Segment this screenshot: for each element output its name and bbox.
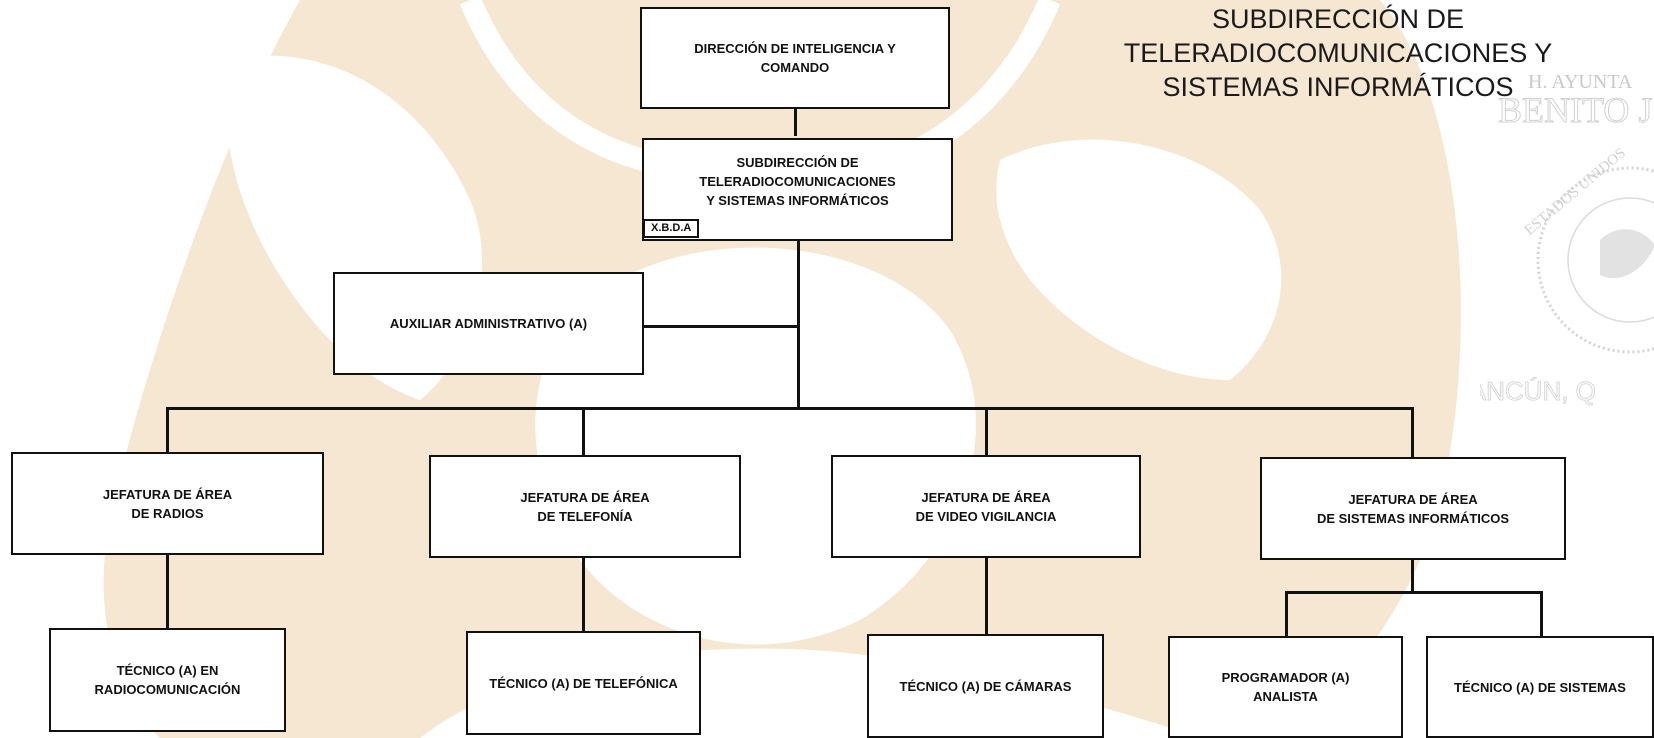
seal-inner-ring — [1567, 197, 1654, 323]
page-title: SUBDIRECCIÓN DE TELERADIOCOMUNICACIONES … — [1123, 4, 1553, 102]
seal-line-1: H. AYUNTA — [1528, 71, 1633, 93]
node-programador: PROGRAMADOR (A) ANALISTA — [1168, 636, 1403, 738]
node-tecnico-camaras: TÉCNICO (A) DE CÁMARAS — [867, 634, 1104, 738]
node-tecnico-radio: TÉCNICO (A) EN RADIOCOMUNICACIÓN — [49, 628, 286, 732]
connector-sistemas — [1411, 407, 1414, 459]
connector-radios — [166, 407, 169, 454]
node-jefatura-telefonia: JEFATURA DE ÁREA DE TELEFONÍA — [429, 455, 741, 558]
connector-video-tec — [985, 556, 988, 635]
node-subdireccion-tag: X.B.D.A — [643, 219, 700, 238]
node-direccion: DIRECCIÓN DE INTELIGENCIA Y COMANDO — [640, 7, 950, 109]
seal-emblem — [1600, 229, 1654, 279]
official-seal: H. AYUNTA BENITO J ESTADOS UNIDOS CANCÚN… — [1480, 71, 1654, 407]
node-tecnico-telefonica: TÉCNICO (A) DE TELEFÓNICA — [466, 631, 701, 735]
connector-sistemas-bus — [1285, 591, 1543, 594]
connector-video — [985, 407, 988, 457]
connector-sub-trunk — [797, 239, 800, 409]
watermark-leaf-right — [996, 139, 1282, 380]
node-jefatura-sistemas: JEFATURA DE ÁREA DE SISTEMAS INFORMÁTICO… — [1260, 457, 1566, 560]
connector-telefonia-tec — [582, 556, 585, 632]
node-jefatura-video: JEFATURA DE ÁREA DE VIDEO VIGILANCIA — [831, 455, 1141, 558]
connector-aux — [642, 325, 799, 328]
connector-telefonia — [582, 407, 585, 457]
connector-dir-sub — [794, 107, 797, 136]
node-jefatura-radios: JEFATURA DE ÁREA DE RADIOS — [11, 452, 324, 555]
seal-line-3: ESTADOS UNIDOS — [1522, 145, 1629, 239]
connector-horizontal-bus — [166, 407, 1414, 410]
connector-programador — [1285, 591, 1288, 637]
seal-line-2: BENITO J — [1498, 90, 1652, 130]
node-tecnico-sistemas: TÉCNICO (A) DE SISTEMAS — [1426, 636, 1654, 738]
connector-sistemas-down — [1411, 558, 1414, 593]
node-auxiliar: AUXILIAR ADMINISTRATIVO (A) — [333, 272, 644, 375]
connector-tec-sistemas — [1540, 591, 1543, 637]
seal-line-4: CANCÚN, Q — [1480, 376, 1596, 406]
connector-radios-tec — [166, 553, 169, 629]
node-subdireccion: SUBDIRECCIÓN DE TELERADIOCOMUNICACIONES … — [642, 138, 953, 241]
